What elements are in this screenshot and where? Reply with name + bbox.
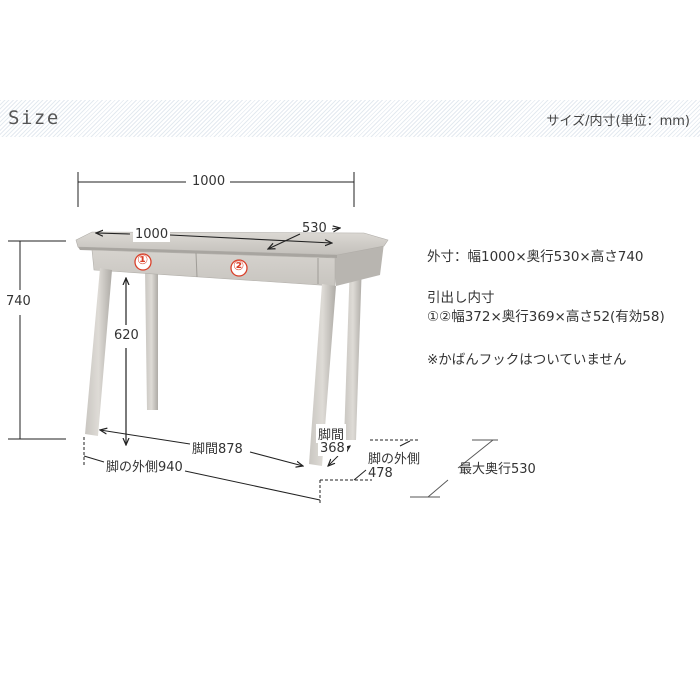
drawer-dimensions-title: 引出し内寸 [427,290,495,306]
drawer-dimensions-spec: ①②幅372×奥行369×高さ52(有効58) [427,309,665,325]
leg-inner-width-label: 脚間878 [192,442,243,457]
drawer-1-marker: ① [137,253,149,268]
tabletop-width-label: 1000 [133,227,171,242]
leg-outer-depth-value: 478 [368,466,393,481]
drawer-2-marker: ② [233,259,245,274]
front-legs [85,268,336,466]
unit-note: サイズ/内寸(単位：mm) [546,114,690,129]
overall-width-label: 1000 [190,174,228,189]
leg-inner-depth-label: 脚間 [316,424,347,443]
leg-inner-width-arrow [100,430,303,466]
leg-outer-depth-label: 脚の外側 [368,452,421,467]
overall-height-label: 740 [6,294,31,309]
section-title: Size [8,107,60,129]
header-band [0,100,700,137]
outer-dimensions-spec: 外寸：幅1000×奥行530×高さ740 [427,249,644,265]
max-depth-line [410,439,498,498]
overall-width-dimension [77,172,355,207]
under-drawer-height-label: 620 [114,328,139,343]
tabletop-width-arrow [96,233,332,243]
max-depth-label: 最大奥行530 [459,462,536,477]
overall-height-dimension [8,240,66,440]
drawer-marker-2 [230,259,248,277]
drawer-marker-1 [134,253,152,271]
tabletop-depth-label: 530 [302,221,327,236]
tabletop-depth-arrow [268,228,340,249]
back-legs [145,262,362,440]
leg-inner-depth-value: 368 [318,441,347,456]
leg-outer-width-line [83,437,321,505]
bag-hook-note: ※かばんフックはついていません [427,352,627,368]
leg-outer-width-label: 脚の外側940 [106,460,183,475]
